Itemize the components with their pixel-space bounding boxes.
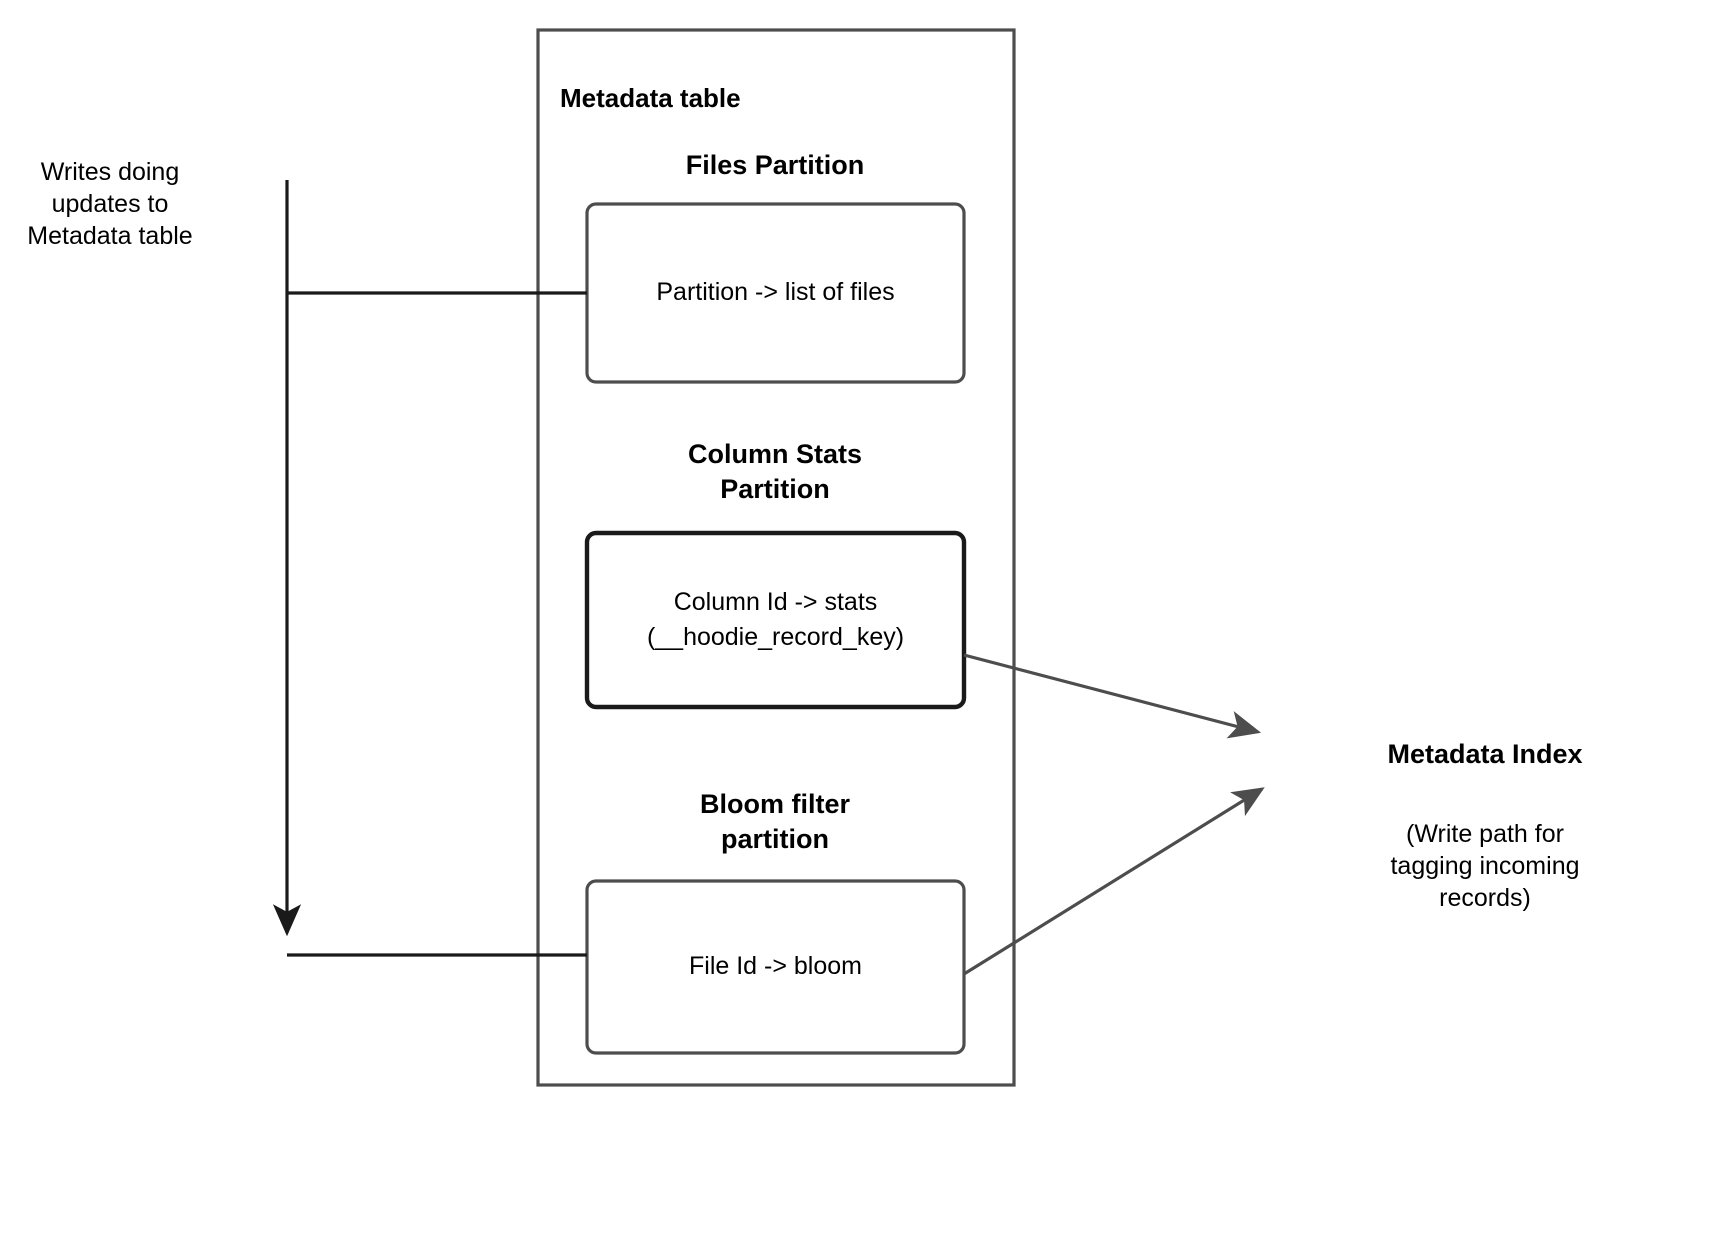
column-stats-partition-heading: Column Stats Partition <box>687 439 862 504</box>
bloom-filter-partition-heading: Bloom filter partition <box>699 789 850 854</box>
arrow-bloom-to-metadata-index <box>963 787 1265 976</box>
arrow-colstats-to-metadata-index <box>963 653 1262 739</box>
files-partition-box-label: Partition -> list of files <box>656 278 895 307</box>
files-partition-heading: Files Partition <box>685 150 865 180</box>
writes-connector <box>272 180 587 957</box>
writes-annotation-label: Writes doing updates to Metadata table <box>27 158 193 250</box>
bloom-filter-partition-box-label: File Id -> bloom <box>689 952 862 981</box>
metadata-index-description: (Write path for tagging incoming records… <box>1390 820 1580 912</box>
column-stats-partition-box-label: Column Id -> stats (__hoodie_record_key) <box>646 587 905 652</box>
metadata-table-title: Metadata table <box>560 83 741 113</box>
metadata-index-title: Metadata Index <box>1387 739 1583 769</box>
